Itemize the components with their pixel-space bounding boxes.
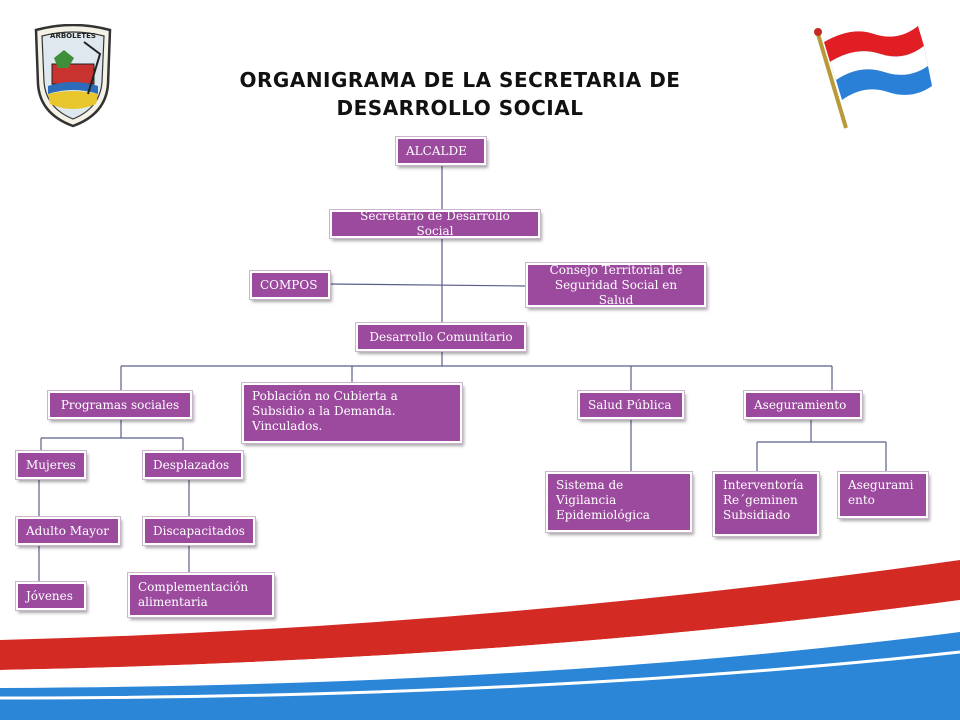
flag-icon — [814, 26, 932, 129]
node-adulto-mayor: Adulto Mayor — [16, 517, 120, 545]
node-programas-sociales: Programas sociales — [48, 391, 192, 419]
node-poblacion-no-cubierta: Población no Cubierta a Subsidio a la De… — [242, 383, 462, 443]
node-complementacion-alimentaria: Complementación alimentaria — [128, 573, 274, 617]
decorative-flag-waves — [0, 560, 960, 720]
node-jovenes: Jóvenes — [16, 582, 86, 610]
node-desarrollo-comunitario: Desarrollo Comunitario — [356, 323, 526, 351]
logo-text: ARBOLETES — [50, 32, 96, 40]
node-sistema-vigilancia: Sistema de Vigilancia Epidemiológica — [546, 472, 692, 532]
node-interventoria: Interventoría Re´geminen Subsidiado — [713, 472, 819, 536]
node-secretario: Secretario de Desarrollo Social — [330, 209, 540, 238]
node-compos: COMPOS — [250, 271, 330, 299]
node-mujeres: Mujeres — [16, 451, 86, 479]
node-consejo: Consejo Territorial de Seguridad Social … — [526, 263, 706, 307]
node-alcalde: ALCALDE — [396, 137, 486, 165]
title-line-2: DESARROLLO SOCIAL — [336, 96, 584, 120]
node-asegurami-ento: Asegurami ento — [838, 472, 928, 518]
page-title: ORGANIGRAMA DE LA SECRETARIA DE DESARROL… — [230, 66, 690, 122]
node-discapacitados: Discapacitados — [143, 517, 255, 545]
node-aseguramiento: Aseguramiento — [744, 391, 862, 419]
title-line-1: ORGANIGRAMA DE LA SECRETARIA DE — [239, 68, 681, 92]
municipal-shield-logo: ARBOLETES — [34, 24, 112, 128]
node-salud-publica: Salud Pública — [578, 391, 684, 419]
node-desplazados: Desplazados — [143, 451, 243, 479]
